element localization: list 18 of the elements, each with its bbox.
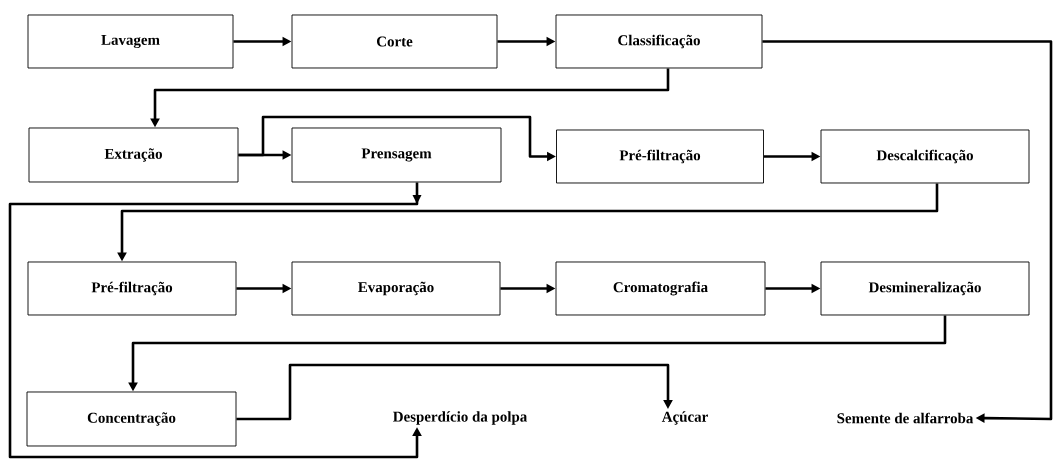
process-box: Prensagem xyxy=(291,127,502,183)
arrow xyxy=(8,182,422,459)
process-box: Corte xyxy=(291,14,498,69)
output-label: Desperdício da polpa xyxy=(393,411,528,425)
process-box: Descalcificação xyxy=(820,129,1030,184)
process-box: Desmineralização xyxy=(820,261,1030,316)
process-box: Evaporação xyxy=(291,261,501,316)
output-label: Açúcar xyxy=(661,411,708,425)
process-box: Cromatografia xyxy=(555,261,766,316)
process-box: Classificação xyxy=(555,14,763,69)
arrow xyxy=(236,363,673,421)
process-box: Concentração xyxy=(26,391,237,447)
process-box: Lavagem xyxy=(27,14,234,69)
arrow xyxy=(762,40,1053,423)
output-label: Semente de alfarroba xyxy=(837,412,974,424)
process-box: Pré-filtração xyxy=(27,261,237,316)
process-box: Pré-filtração xyxy=(556,129,764,184)
process-box: Extração xyxy=(28,127,239,183)
